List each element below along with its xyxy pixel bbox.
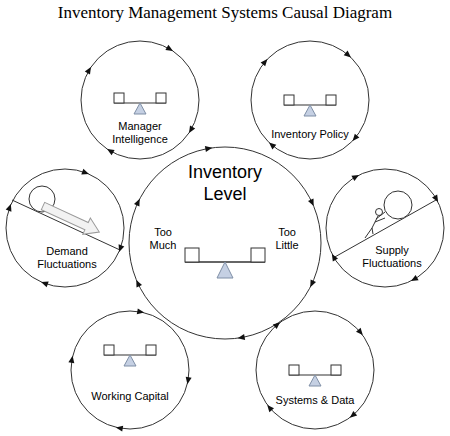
circle-border	[251, 41, 369, 159]
causal-circle: Inventory Policy	[250, 40, 370, 160]
flow-arrowhead	[68, 356, 74, 363]
seesaw-icon	[284, 95, 336, 116]
node-label: Manager Intelligence	[98, 120, 182, 146]
circle-outline	[325, 168, 445, 288]
causal-circle: Supply Fluctuations	[325, 168, 445, 288]
flow-arrowhead	[310, 280, 316, 288]
text-slot: Demand Fluctuations	[29, 245, 105, 271]
flow-arrowhead	[350, 411, 357, 418]
circle-border	[81, 41, 199, 159]
flow-arrowhead	[107, 149, 115, 155]
flow-arrowhead	[356, 328, 363, 335]
flow-arrowhead	[344, 51, 351, 58]
flow-arrowhead	[238, 334, 245, 340]
circle-outline	[255, 310, 375, 430]
text-slot: Inventory Policy	[260, 128, 360, 141]
text-slot: Too Little	[268, 226, 306, 252]
flow-arrowhead	[411, 275, 419, 281]
text-slot: Manager Intelligence	[98, 120, 182, 146]
node-label: Demand Fluctuations	[29, 245, 105, 271]
seesaw-icon	[114, 93, 166, 114]
flow-arrowhead	[205, 146, 212, 152]
circle-border	[71, 311, 189, 429]
text-slot: Supply Fluctuations	[354, 244, 430, 270]
flow-arrowhead	[308, 198, 314, 206]
node-label: Inventory Policy	[260, 128, 360, 141]
seesaw-icon	[289, 365, 341, 386]
flow-arrowhead	[186, 377, 192, 384]
causal-circle: Manager Intelligence	[80, 40, 200, 160]
flow-arrowhead	[432, 194, 438, 202]
flow-arrowhead	[85, 67, 91, 75]
circle-border	[6, 169, 124, 287]
diagram-title: Inventory Management Systems Causal Diag…	[0, 3, 450, 23]
flow-arrowhead	[41, 282, 49, 288]
circle-outline	[250, 40, 370, 160]
circle-border	[256, 311, 374, 429]
flow-arrowhead	[116, 426, 123, 432]
flow-arrowhead	[134, 199, 140, 207]
causal-circle: Systems & Data	[255, 310, 375, 430]
flow-arrowhead	[136, 280, 142, 288]
flow-arrowhead	[332, 254, 338, 262]
flow-arrowhead	[269, 143, 276, 150]
rolling-ball-icon	[12, 186, 120, 250]
seesaw-icon	[185, 248, 265, 278]
causal-circle: Demand Fluctuations	[5, 168, 125, 288]
flow-arrowhead	[81, 169, 89, 175]
flow-arrowhead	[6, 204, 12, 212]
flow-arrowhead	[189, 125, 195, 133]
flow-arrowhead	[119, 244, 125, 252]
flow-arrowhead	[273, 322, 280, 329]
title-slot: Inventory Management Systems Causal Diag…	[0, 3, 450, 23]
text-slot: Systems & Data	[265, 394, 365, 407]
node-label: Supply Fluctuations	[354, 244, 430, 270]
flow-arrowhead	[267, 405, 274, 412]
text-slot: Inventory Level	[175, 162, 275, 205]
flow-arrowhead	[353, 134, 360, 141]
causal-circle: Inventory LevelToo Much Too Little	[128, 146, 322, 340]
node-label: Systems & Data	[265, 394, 365, 407]
causal-circle: Working Capital	[70, 310, 190, 430]
node-label: Too Little	[268, 226, 306, 252]
node-label: Working Capital	[80, 390, 180, 403]
flow-arrowhead	[165, 45, 173, 51]
flow-arrowhead	[261, 59, 268, 66]
circle-border	[129, 147, 321, 339]
text-slot: Too Much	[144, 226, 182, 252]
text-slot: Working Capital	[80, 390, 180, 403]
circle-border	[326, 169, 444, 287]
node-label: Too Much	[144, 226, 182, 252]
seesaw-icon	[104, 345, 156, 366]
node-heading: Inventory Level	[175, 162, 275, 205]
flow-arrowhead	[137, 308, 144, 314]
circle-outline	[70, 310, 190, 430]
flow-arrowhead	[351, 175, 359, 181]
